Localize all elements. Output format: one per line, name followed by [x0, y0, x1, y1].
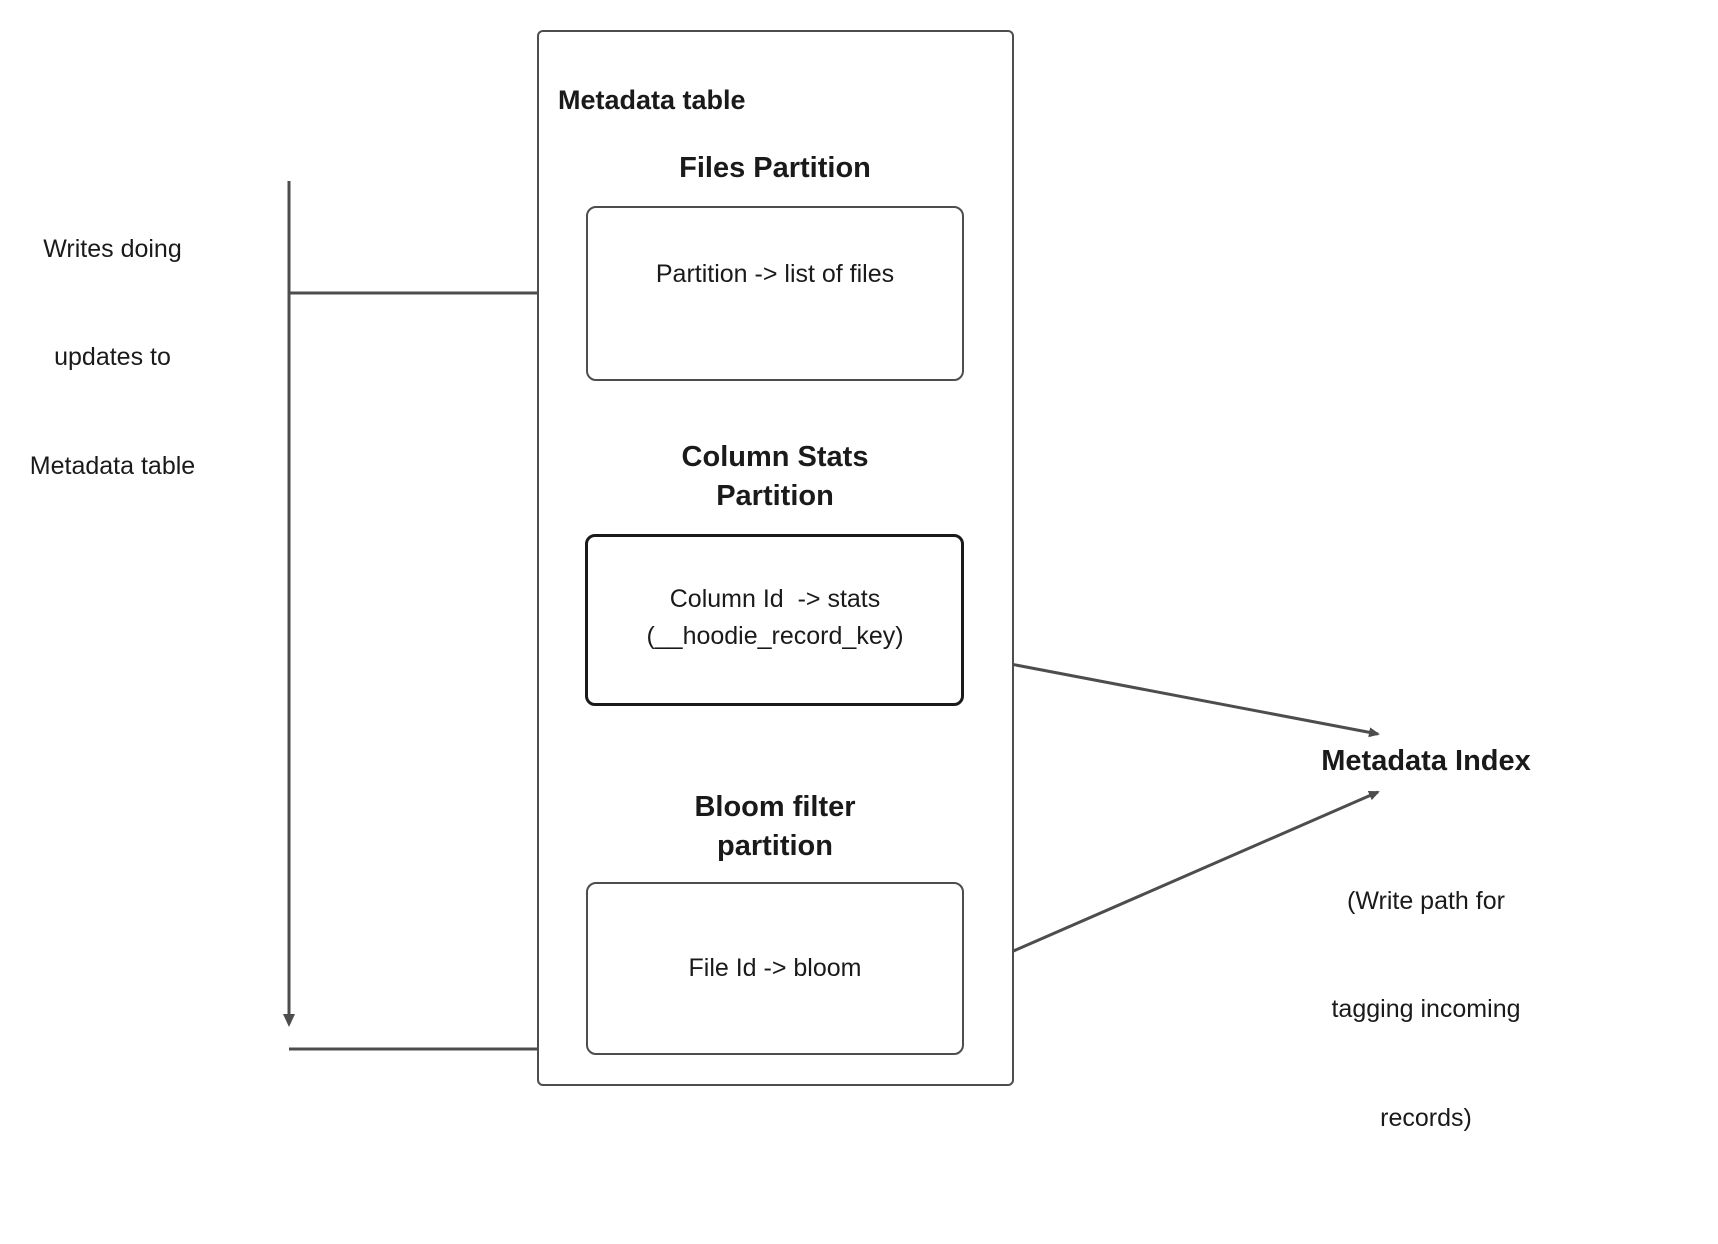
metadata-index-title: Metadata Index — [1321, 745, 1531, 777]
metadata-table-title: Metadata table — [558, 85, 746, 115]
metadata-index-subtitle-line-2: tagging incoming — [1331, 995, 1521, 1024]
bloom-filter-partition-heading-line-1: Bloom filter — [694, 791, 856, 823]
column-stats-to-index-arrow — [962, 653, 1380, 738]
files-partition-heading: Files Partition — [679, 152, 871, 184]
bloom-filter-box-label: File Id -> bloom — [688, 954, 862, 982]
column-stats-partition-heading-line-2: Partition — [716, 480, 834, 512]
metadata-index-subtitle-line-3: records) — [1380, 1104, 1472, 1132]
writes-note-line-3: Metadata table — [29, 452, 196, 480]
writes-note-line-2: updates to — [54, 343, 171, 372]
bloom-filter-partition-heading-line-2: partition — [717, 830, 833, 862]
column-stats-box-label-line-2: (__hoodie_record_key) — [646, 622, 904, 650]
column-stats-partition-box — [585, 534, 964, 706]
files-partition-box-label: Partition -> list of files — [655, 260, 895, 288]
metadata-index-subtitle-line-1: (Write path for — [1347, 886, 1505, 915]
bloom-filter-partition-box — [586, 882, 964, 1055]
files-partition-box — [586, 206, 964, 381]
column-stats-partition-heading-line-1: Column Stats — [681, 441, 869, 473]
writes-note-line-1: Writes doing — [43, 234, 182, 263]
metadata-index-subtitle: (Write path for tagging incoming records… — [1292, 810, 1560, 1209]
writes-note: Writes doing updates to Metadata table — [10, 158, 215, 557]
column-stats-box-label-line-1: Column Id -> stats — [669, 585, 881, 613]
